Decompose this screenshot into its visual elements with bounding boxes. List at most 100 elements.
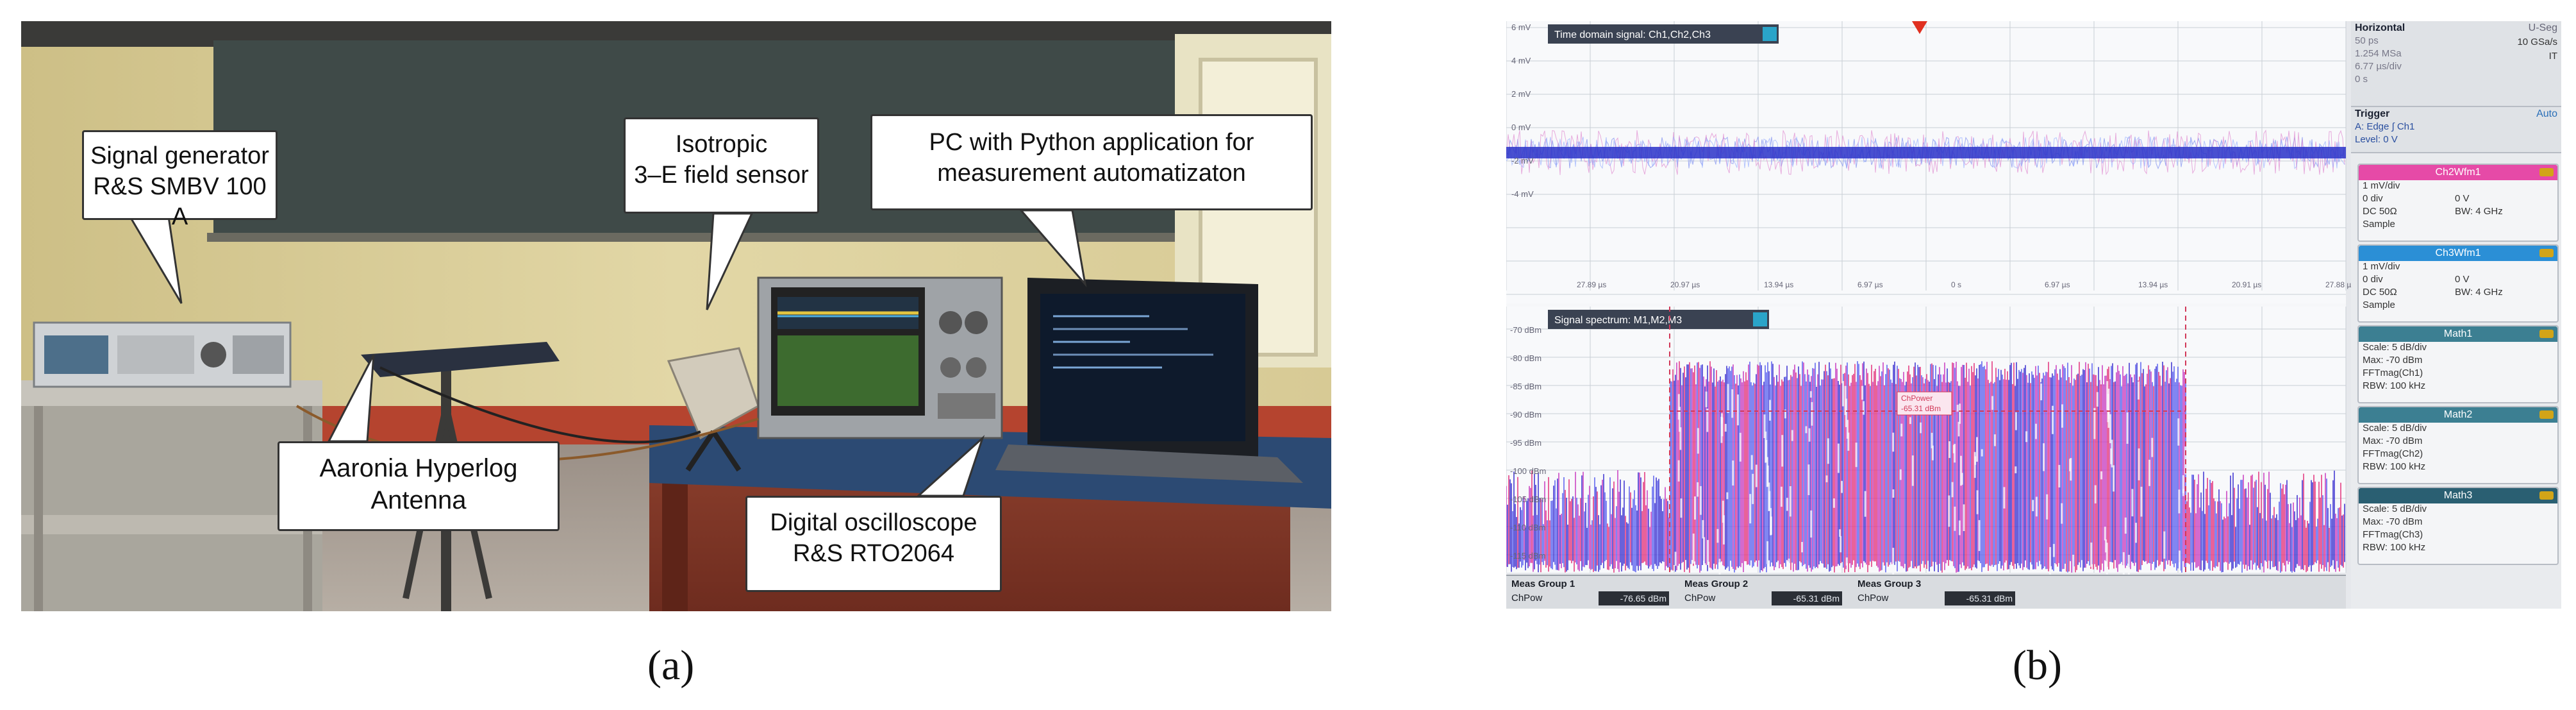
callout-line: measurement automatizaton [937,159,1246,187]
marker-label: ChPower [1901,394,1932,403]
spectrum-gap [1892,489,1895,498]
spectrum-gap [1703,537,1706,564]
channel-header[interactable]: Ch3Wfm1 [2359,246,2557,261]
channel-title: Ch2Wfm1 [2435,167,2481,178]
meas-group-name: Meas Group 3 [1857,579,1922,589]
spectrum-gap [1911,455,1914,486]
panel-row-right: 0 V [2455,274,2470,285]
spectrum-gap [1780,486,1782,507]
channel-header[interactable]: Ch2Wfm1 [2359,165,2557,180]
spectrum-gap [2105,539,2107,553]
spectrum-gap [2093,408,2096,439]
spectrum-gap [2003,487,2006,509]
spectrum-gap [1807,464,1810,495]
time-x-tick-label: 6.97 µs [1857,280,1883,289]
spectrum-gap [2137,381,2140,400]
time-plot-title-bar [1548,24,1779,44]
spectrum-gap [1976,437,1978,462]
spectrum-gap [1840,536,1842,553]
spectrum-gap [2148,459,2150,486]
panel-row-left: 0 div [2363,193,2383,204]
spectrum-gap [1707,539,1709,565]
settings-icon[interactable] [2539,491,2554,500]
spectrum-gap [1697,428,1699,454]
channel-header[interactable]: Math2 [2359,407,2557,423]
time-y-tick-label: 2 mV [1511,89,1531,99]
spectrum-gap [1718,559,1721,580]
channel-title: Math1 [2443,328,2473,339]
time-x-tick-label: 13.94 µs [1764,280,1793,289]
spectrum-gap [1909,417,1911,425]
meas-value: -65.31 dBm [1772,591,1842,605]
spectrum-gap [1721,418,1724,437]
horizontal-extra: IT [2548,51,2557,62]
panel-row-left: Max: -70 dBm [2363,516,2423,527]
spectrum-gap [1974,456,1977,465]
spectrum-gap [1900,423,1903,437]
channel-header[interactable]: Math1 [2359,326,2557,342]
panel-row-left: Scale: 5 dB/div [2363,342,2427,353]
spectrum-gap [1786,498,1788,511]
spectrum-gap [1845,557,1848,566]
spectrum-gap [1724,423,1727,432]
meas-param: ChPow [1684,593,1716,604]
spectrum-gap [1727,384,1729,413]
settings-icon[interactable] [2539,168,2554,176]
close-icon[interactable] [1763,27,1777,41]
panel-row-left: DC 50Ω [2363,287,2397,298]
spectrum-gap [1948,495,1950,527]
horizontal-title: Horizontal [2355,22,2406,33]
spectrum-y-tick-label: -105 dBm [1510,494,1546,504]
spectrum-gap [1750,455,1753,470]
spectrum-gap [1809,391,1812,398]
callout-signal-generator: Signal generator R&S SMBV 100 A [82,130,278,230]
panel-row-left: Max: -70 dBm [2363,435,2423,446]
settings-icon[interactable] [2539,410,2554,419]
time-x-tick-label: 6.97 µs [2045,280,2070,289]
meas-param: ChPow [1857,593,1889,604]
trigger-mode: Auto [2536,108,2557,119]
panel-row-left: FFTmag(Ch2) [2363,448,2423,459]
time-plot-title: Time domain signal: Ch1,Ch2,Ch3 [1554,30,1711,40]
spectrum-y-tick-label: -80 dBm [1510,353,1541,363]
spectrum-gap [1752,473,1754,504]
trigger-marker-icon[interactable] [1912,21,1927,34]
callout-line: R&S SMBV 100 A [93,173,267,231]
spectrum-gap [1963,504,1965,531]
spectrum-gap [2015,466,2017,473]
channel-header[interactable]: Math3 [2359,488,2557,503]
spectrum-gap [2025,431,2028,443]
spectrum-gap [1931,432,1933,448]
spectrum-gap [2015,412,2017,430]
spectrum-gap [1692,533,1695,564]
spectrum-gap [2058,464,2061,487]
spectrum-gap [1805,426,1807,434]
callout-line: PC with Python application for [929,129,1254,156]
marker-value: -65.31 dBm [1901,404,1941,413]
close-icon[interactable] [1753,312,1767,326]
time-trace-line [1506,136,2345,169]
panel-row-left: 1.254 MSa [2355,48,2402,59]
spectrum-gap [1920,422,1922,434]
spectrum-gap [1839,529,1841,537]
spectrum-gap [1722,515,1725,545]
settings-icon[interactable] [2539,249,2554,257]
spectrum-gap [2163,531,2166,559]
panel-row-left: FFTmag(Ch3) [2363,529,2423,540]
spectrum-gap [1784,409,1786,419]
panel-row-left: Scale: 5 dB/div [2363,503,2427,514]
panel-row-left: DC 50Ω [2363,206,2397,217]
settings-icon[interactable] [2539,330,2554,338]
spectrum-gap [1958,520,1961,536]
spectrum-gap [1899,469,1902,480]
